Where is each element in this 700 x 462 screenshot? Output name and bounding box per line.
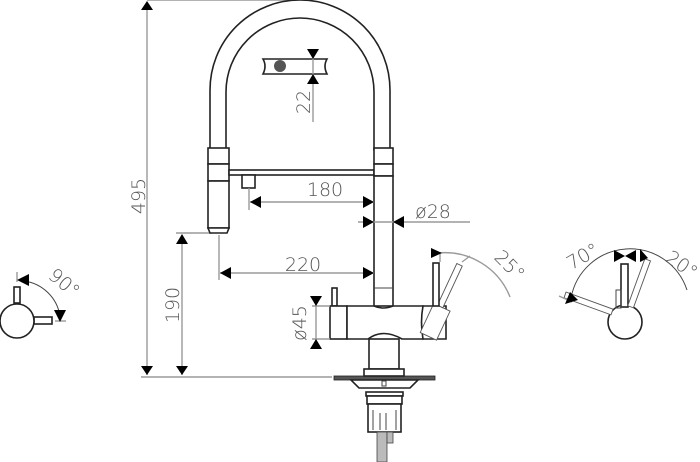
- dimension-clearance-height: 190: [162, 232, 212, 375]
- hose-clip-offset-label: 22: [293, 90, 315, 114]
- faucet-body: [329, 262, 463, 370]
- arrowhead-icon: [176, 366, 188, 375]
- arrowhead-icon: [363, 267, 374, 279]
- dimension-tube-diameter: ø28: [358, 201, 470, 228]
- left-lever-angle-label: 90°: [44, 264, 84, 303]
- dimension-inner-reach: 180: [248, 179, 374, 210]
- right-lever-right-angle-label: 20°: [661, 246, 700, 283]
- dimension-body-diameter: ø45: [289, 296, 330, 349]
- right-lever-plan-view: 70° 20°: [558, 239, 700, 340]
- mounting-assembly: [333, 368, 436, 462]
- dimension-outer-reach: 220: [218, 235, 374, 280]
- arrowhead-icon: [310, 339, 322, 349]
- spray-bar: [228, 169, 375, 189]
- inner-reach-label: 180: [307, 179, 343, 201]
- arrowhead-icon: [307, 49, 319, 59]
- arrowhead-icon: [640, 249, 648, 262]
- right-lever-left-angle-label: 70°: [563, 239, 603, 275]
- arrowhead-icon: [431, 248, 442, 258]
- total-height-label: 495: [128, 178, 150, 214]
- arrowhead-icon: [614, 250, 625, 262]
- arrowhead-icon: [250, 196, 261, 208]
- hose-clip-detail: 22: [261, 49, 329, 122]
- tube-diameter-label: ø28: [415, 201, 451, 223]
- arrowhead-icon: [363, 216, 374, 228]
- arrowhead-icon: [17, 274, 29, 286]
- arrowhead-icon: [176, 234, 188, 244]
- spray-head: [206, 147, 231, 234]
- body-diameter-label: ø45: [289, 305, 311, 341]
- arrowhead-icon: [220, 267, 231, 279]
- dimension-total-height: 495: [128, 0, 300, 375]
- left-lever-plan-view: 90°: [0, 264, 84, 339]
- arrowhead-icon: [310, 296, 322, 306]
- arrowhead-icon: [54, 310, 66, 322]
- lever-angle-label: 25°: [490, 246, 529, 285]
- arrowhead-icon: [565, 292, 578, 304]
- arrowhead-icon: [625, 250, 636, 262]
- arrowhead-icon: [307, 74, 319, 84]
- spout-arc: [209, 0, 391, 151]
- clearance-height-label: 190: [162, 287, 184, 323]
- outer-reach-label: 220: [285, 254, 321, 276]
- arrowhead-icon: [363, 196, 374, 208]
- spout-column: [373, 147, 394, 307]
- hose-clip-dot: [274, 60, 286, 72]
- arrowhead-icon: [393, 216, 404, 228]
- arrowhead-icon: [141, 366, 153, 375]
- arrowhead-icon: [141, 1, 153, 10]
